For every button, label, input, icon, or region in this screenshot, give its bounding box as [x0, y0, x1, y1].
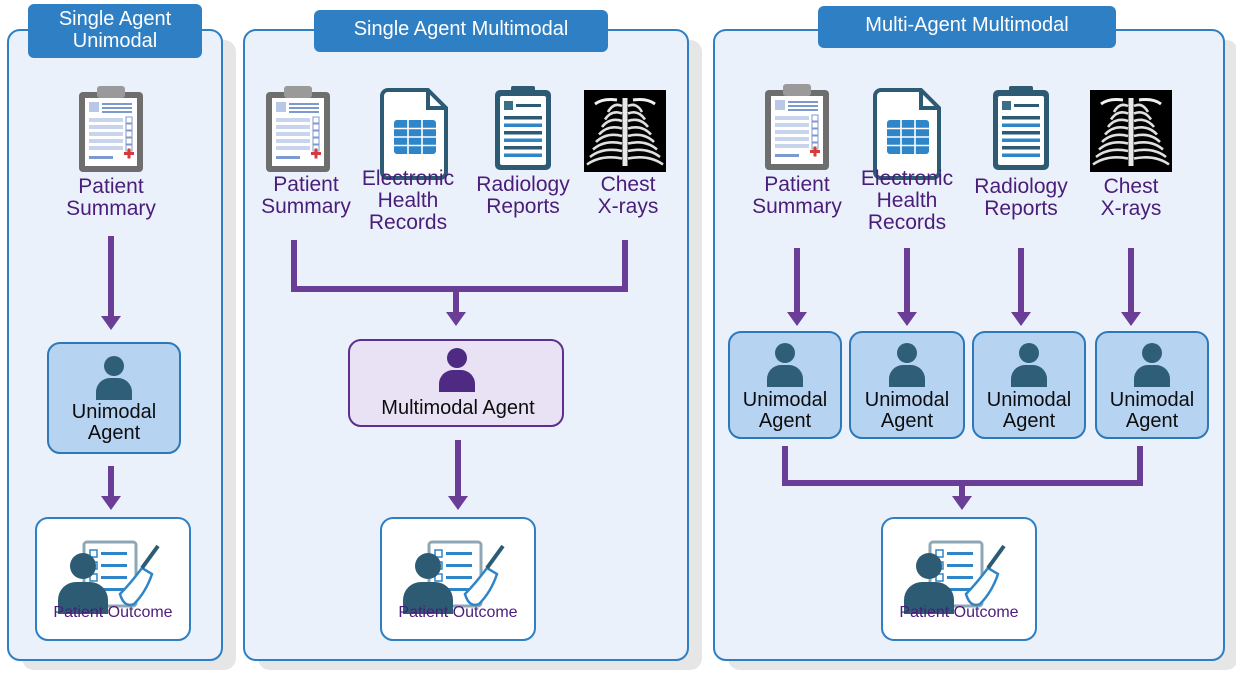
down-arrow — [101, 236, 121, 330]
spreadsheet-document-icon — [380, 88, 448, 180]
panel-header — [818, 6, 1116, 48]
agent-label: Unimodal Agent — [1109, 389, 1195, 432]
agent-label: Multimodal Agent — [381, 397, 535, 419]
report-clipboard-icon — [993, 86, 1049, 170]
chest-xray-icon — [584, 90, 666, 172]
doctor-writing-icon — [58, 540, 160, 614]
spreadsheet-document-icon — [873, 88, 941, 180]
chest-xray-icon — [1090, 90, 1172, 172]
patient-outcome-label: Patient Outcome — [899, 604, 1019, 621]
source-label: Radiology Reports — [476, 173, 570, 218]
panel-title: Single Agent Multimodal — [353, 18, 569, 40]
person-icon — [96, 356, 132, 400]
person-icon — [1011, 343, 1047, 387]
down-arrow — [448, 440, 468, 510]
doctor-writing-icon — [904, 540, 1006, 614]
down-arrow — [1121, 248, 1141, 326]
panel-title: Single Agent Unimodal — [58, 8, 172, 52]
person-icon — [439, 348, 475, 392]
source-label: Patient Summary — [752, 173, 842, 218]
source-label: Chest X-rays — [1100, 175, 1162, 220]
person-icon — [1134, 343, 1170, 387]
down-arrow — [1011, 248, 1031, 326]
person-icon — [889, 343, 925, 387]
source-label: Electronic Health Records — [860, 167, 954, 234]
down-arrow — [897, 248, 917, 326]
clipboard-icon — [765, 84, 829, 170]
clipboard-icon — [79, 86, 143, 172]
source-label: Patient Summary — [66, 175, 156, 220]
patient-outcome-label: Patient Outcome — [53, 604, 173, 621]
down-arrow — [101, 466, 121, 510]
agent-label: Unimodal Agent — [864, 389, 950, 432]
merge-connector — [782, 446, 1143, 510]
source-label: Patient Summary — [261, 173, 351, 218]
patient-outcome-label: Patient Outcome — [398, 604, 518, 621]
agent-label: Unimodal Agent — [742, 389, 828, 432]
panel-title: Multi-Agent Multimodal — [865, 14, 1069, 36]
person-icon — [767, 343, 803, 387]
source-label: Electronic Health Records — [361, 167, 455, 234]
agent-label: Unimodal Agent — [71, 401, 157, 444]
panel-header — [314, 10, 608, 52]
agent-label: Unimodal Agent — [986, 389, 1072, 432]
report-clipboard-icon — [495, 86, 551, 170]
merge-connector — [291, 240, 628, 326]
source-label: Radiology Reports — [974, 175, 1068, 220]
doctor-writing-icon — [403, 540, 505, 614]
clipboard-icon — [266, 86, 330, 172]
down-arrow — [787, 248, 807, 326]
source-label: Chest X-rays — [597, 173, 659, 218]
panel-header — [28, 4, 202, 58]
